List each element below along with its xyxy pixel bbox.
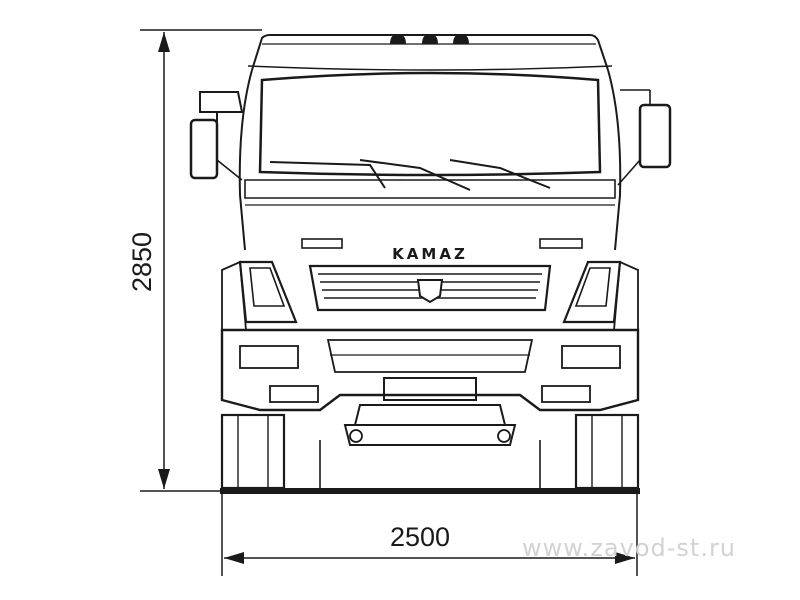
width-arrow-left xyxy=(224,552,244,564)
wiper-middle xyxy=(359,159,471,191)
watermark: www.zavod-st.ru xyxy=(522,534,737,562)
wheel-right xyxy=(574,413,640,490)
headlight-left xyxy=(238,260,298,324)
marker-light-right xyxy=(539,238,583,249)
height-label: 2850 xyxy=(127,232,157,292)
mirror-right xyxy=(617,89,672,186)
height-arrow-top xyxy=(158,32,170,52)
mudflap-left xyxy=(283,430,321,488)
side-body-right xyxy=(613,260,639,331)
front-grille xyxy=(308,264,552,312)
mudflap-right xyxy=(539,430,577,488)
height-arrow-bottom xyxy=(158,469,170,489)
roof-marker-lights xyxy=(390,34,469,44)
tow-hook-left-icon xyxy=(349,429,363,443)
width-arrow-right xyxy=(615,552,635,564)
lower-lamp-left xyxy=(269,385,319,403)
height-dimension: 2850 xyxy=(127,29,262,492)
side-body-left xyxy=(221,260,247,331)
width-dimension: 2500 xyxy=(221,494,638,576)
cab-right-pillar xyxy=(607,69,622,251)
roof-light-center xyxy=(422,34,438,44)
front-axle xyxy=(343,424,517,446)
width-label: 2500 xyxy=(390,522,450,552)
headlight-right-lens xyxy=(574,267,611,307)
fog-light-left xyxy=(239,345,299,369)
wiper-right xyxy=(449,159,551,189)
roof-light-left xyxy=(390,34,406,44)
lower-grille xyxy=(326,339,534,373)
cab-upper-panel xyxy=(244,179,616,199)
front-bumper xyxy=(220,328,640,412)
roof-light-right xyxy=(453,34,469,44)
ground-line xyxy=(220,488,640,494)
lower-lamp-right xyxy=(541,385,591,403)
headlight-right xyxy=(562,260,622,324)
mirror-left xyxy=(189,91,244,181)
tow-hook-right-icon xyxy=(497,429,511,443)
cab-top-edge xyxy=(247,65,613,71)
brand-logo-text: KAMAZ xyxy=(392,245,468,263)
tow-bracket xyxy=(353,404,507,426)
wheel-left xyxy=(220,413,286,490)
license-plate xyxy=(383,377,477,401)
marker-light-left xyxy=(301,238,343,249)
headlight-left-lens xyxy=(249,267,286,307)
emblem-icon xyxy=(416,279,444,304)
windshield xyxy=(258,71,602,177)
cab-left-pillar xyxy=(238,69,253,251)
truck: KAMAZ xyxy=(189,34,672,490)
fog-light-right xyxy=(561,345,621,369)
